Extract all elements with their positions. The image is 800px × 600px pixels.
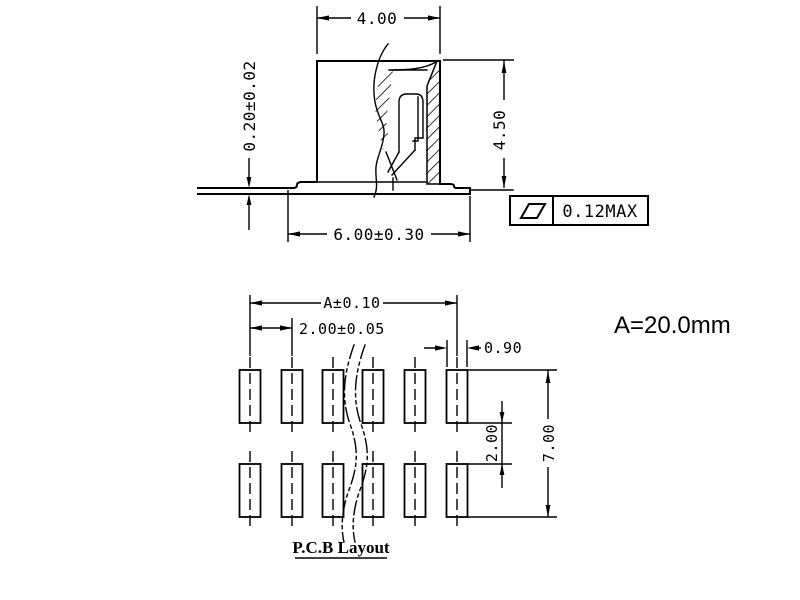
dim-row-gap: 2.00 <box>467 401 512 488</box>
arrowhead-left <box>467 345 479 351</box>
arrowhead-up <box>501 61 507 73</box>
arrowhead-right <box>435 345 447 351</box>
arrowhead-left <box>250 300 262 306</box>
dim-bottom-width: 6.00±0.30 <box>287 190 471 244</box>
dim-row-gap-label: 2.00 <box>483 424 501 462</box>
dim-extension-lines <box>467 422 512 465</box>
dim-top-width-label: 4.00 <box>357 9 398 28</box>
dim-height-label: 4.50 <box>490 110 509 151</box>
dim-row-span: 7.00 <box>467 369 558 518</box>
dim-height: 4.50 <box>443 59 514 188</box>
dim-lead-thickness-label: 0.20±0.02 <box>240 60 259 151</box>
contact-crimp-lines <box>385 149 416 191</box>
pcb-pad-grid <box>238 357 469 530</box>
dim-bottom-width-label: 6.00±0.30 <box>333 225 424 244</box>
arrowhead-right <box>445 300 457 306</box>
arrowhead-left <box>250 325 262 331</box>
dim-pad-pitch: 2.00±0.05 <box>250 318 385 356</box>
dim-pad-pitch-label: 2.00±0.05 <box>299 320 385 338</box>
component-section-view: 4.00 0.20±0.02 4.50 6.00±0.30 <box>197 6 649 244</box>
arrowhead-left <box>288 231 300 237</box>
pcb-caption: P.C.B Layout <box>292 538 389 557</box>
dim-row-span-label: 7.00 <box>540 424 558 462</box>
component-outline-left-wall-and-lead <box>197 60 318 189</box>
a-value-note: A=20.0mm <box>614 312 731 339</box>
arrowhead-down <box>545 505 551 517</box>
flatness-value: 0.12MAX <box>562 202 637 222</box>
pcb-pads <box>238 369 469 518</box>
arrowhead-down <box>501 176 507 188</box>
arrowhead-right <box>458 231 470 237</box>
break-curve-right <box>352 344 368 543</box>
arrowhead-left <box>317 15 329 21</box>
arrowhead-right <box>280 325 292 331</box>
dim-top-width: 4.00 <box>316 6 441 54</box>
socket-entry-funnel <box>391 61 437 71</box>
dim-pad-width: 0.90 <box>424 339 522 367</box>
arrowhead-up <box>499 464 505 475</box>
arrowhead-down <box>246 177 252 188</box>
break-curve-left <box>341 344 357 543</box>
section-break-curve <box>373 43 389 198</box>
flatness-callout: 0.12MAX <box>509 195 649 226</box>
dim-extension-lines <box>446 340 468 367</box>
dim-lead-thickness: 0.20±0.02 <box>240 60 259 230</box>
pcb-break-lines <box>341 344 368 543</box>
flatness-frame <box>509 195 649 226</box>
flatness-symbol-icon <box>519 203 547 219</box>
hatched-wall-section <box>426 60 441 185</box>
dim-extension-lines <box>467 369 557 518</box>
dim-extension-lines <box>249 295 458 356</box>
dim-extension-lines <box>316 6 441 54</box>
arrowhead-up <box>545 371 551 383</box>
hatched-contact-sliver-section <box>375 70 393 150</box>
contact-inner-edge <box>412 96 419 142</box>
dim-pad-width-label: 0.90 <box>484 339 522 357</box>
arrowhead-up <box>246 194 252 205</box>
arrowhead-down <box>499 412 505 423</box>
dim-overall-width-label: A±0.10 <box>323 294 380 312</box>
component-outline-right-wall-and-foot <box>439 60 471 189</box>
pad-centerlines <box>249 357 458 530</box>
contact-pin-outline <box>398 93 424 153</box>
pcb-layout-view: A±0.10 2.00±0.05 0.90 2.00 <box>238 294 558 559</box>
dim-overall-width: A±0.10 <box>249 294 458 356</box>
arrowhead-right <box>428 15 440 21</box>
